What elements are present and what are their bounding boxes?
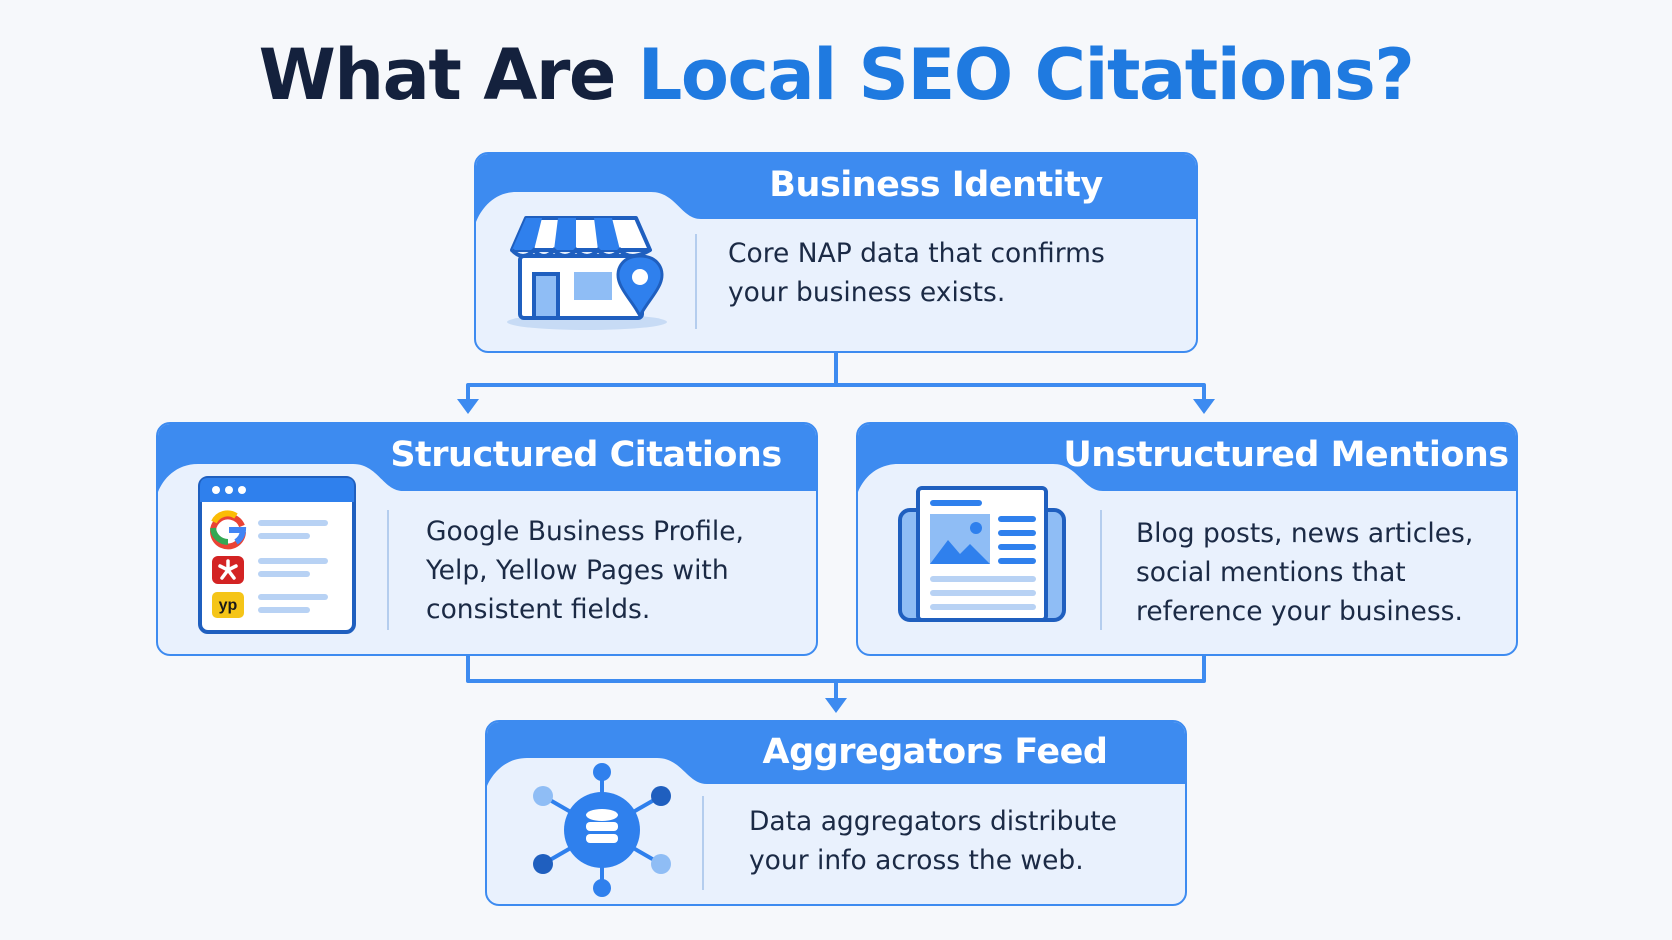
card-divider [1100,510,1102,630]
arrow-to-structured [457,399,479,414]
card-header-band [158,424,816,492]
title-part2: Local SEO Citations? [637,34,1415,116]
svg-text:yp: yp [219,597,238,614]
structured-citations-description: Google Business Profile, Yelp, Yellow Pa… [426,516,744,625]
connector-identity-split [466,350,1206,402]
yelp-icon [212,556,244,584]
database-network-icon [533,763,671,897]
unstructured-mentions-title: Unstructured Mentions [1063,435,1509,475]
storefront-location-pin-icon [507,216,667,330]
page-title: What Are Local SEO Citations? [0,34,1672,116]
business-identity-description: Core NAP data that confirms your busines… [728,238,1105,308]
unstructured-mentions-card: Unstructured Mentions Blog posts, news a… [856,422,1518,656]
arrow-to-unstructured [1193,399,1215,414]
aggregators-feed-card: Aggregators Feed Data aggregators distri… [485,720,1187,906]
title-part1: What Are [258,34,617,116]
directory-listing-icon: yp [198,476,356,634]
card-divider [702,796,704,890]
yellow-pages-icon: yp [212,592,244,618]
card-divider [387,510,389,630]
card-header-band [858,424,1516,492]
structured-citations-card: Structured Citations yp [156,422,818,656]
card-header-band [476,154,1196,222]
unstructured-mentions-description: Blog posts, news articles, social mentio… [1136,518,1474,627]
card-divider [695,234,697,329]
structured-citations-title: Structured Citations [390,435,782,475]
business-identity-title: Business Identity [769,165,1103,205]
connector-merge-aggregators [466,652,1206,702]
newspaper-article-icon [898,486,1066,622]
card-header-band [487,722,1185,786]
aggregators-feed-description: Data aggregators distribute your info ac… [749,806,1117,876]
arrow-to-aggregators [825,698,847,713]
business-identity-card: Business Identity Core NAP data that con… [474,152,1198,353]
google-icon [210,510,247,550]
aggregators-feed-title: Aggregators Feed [762,732,1108,772]
